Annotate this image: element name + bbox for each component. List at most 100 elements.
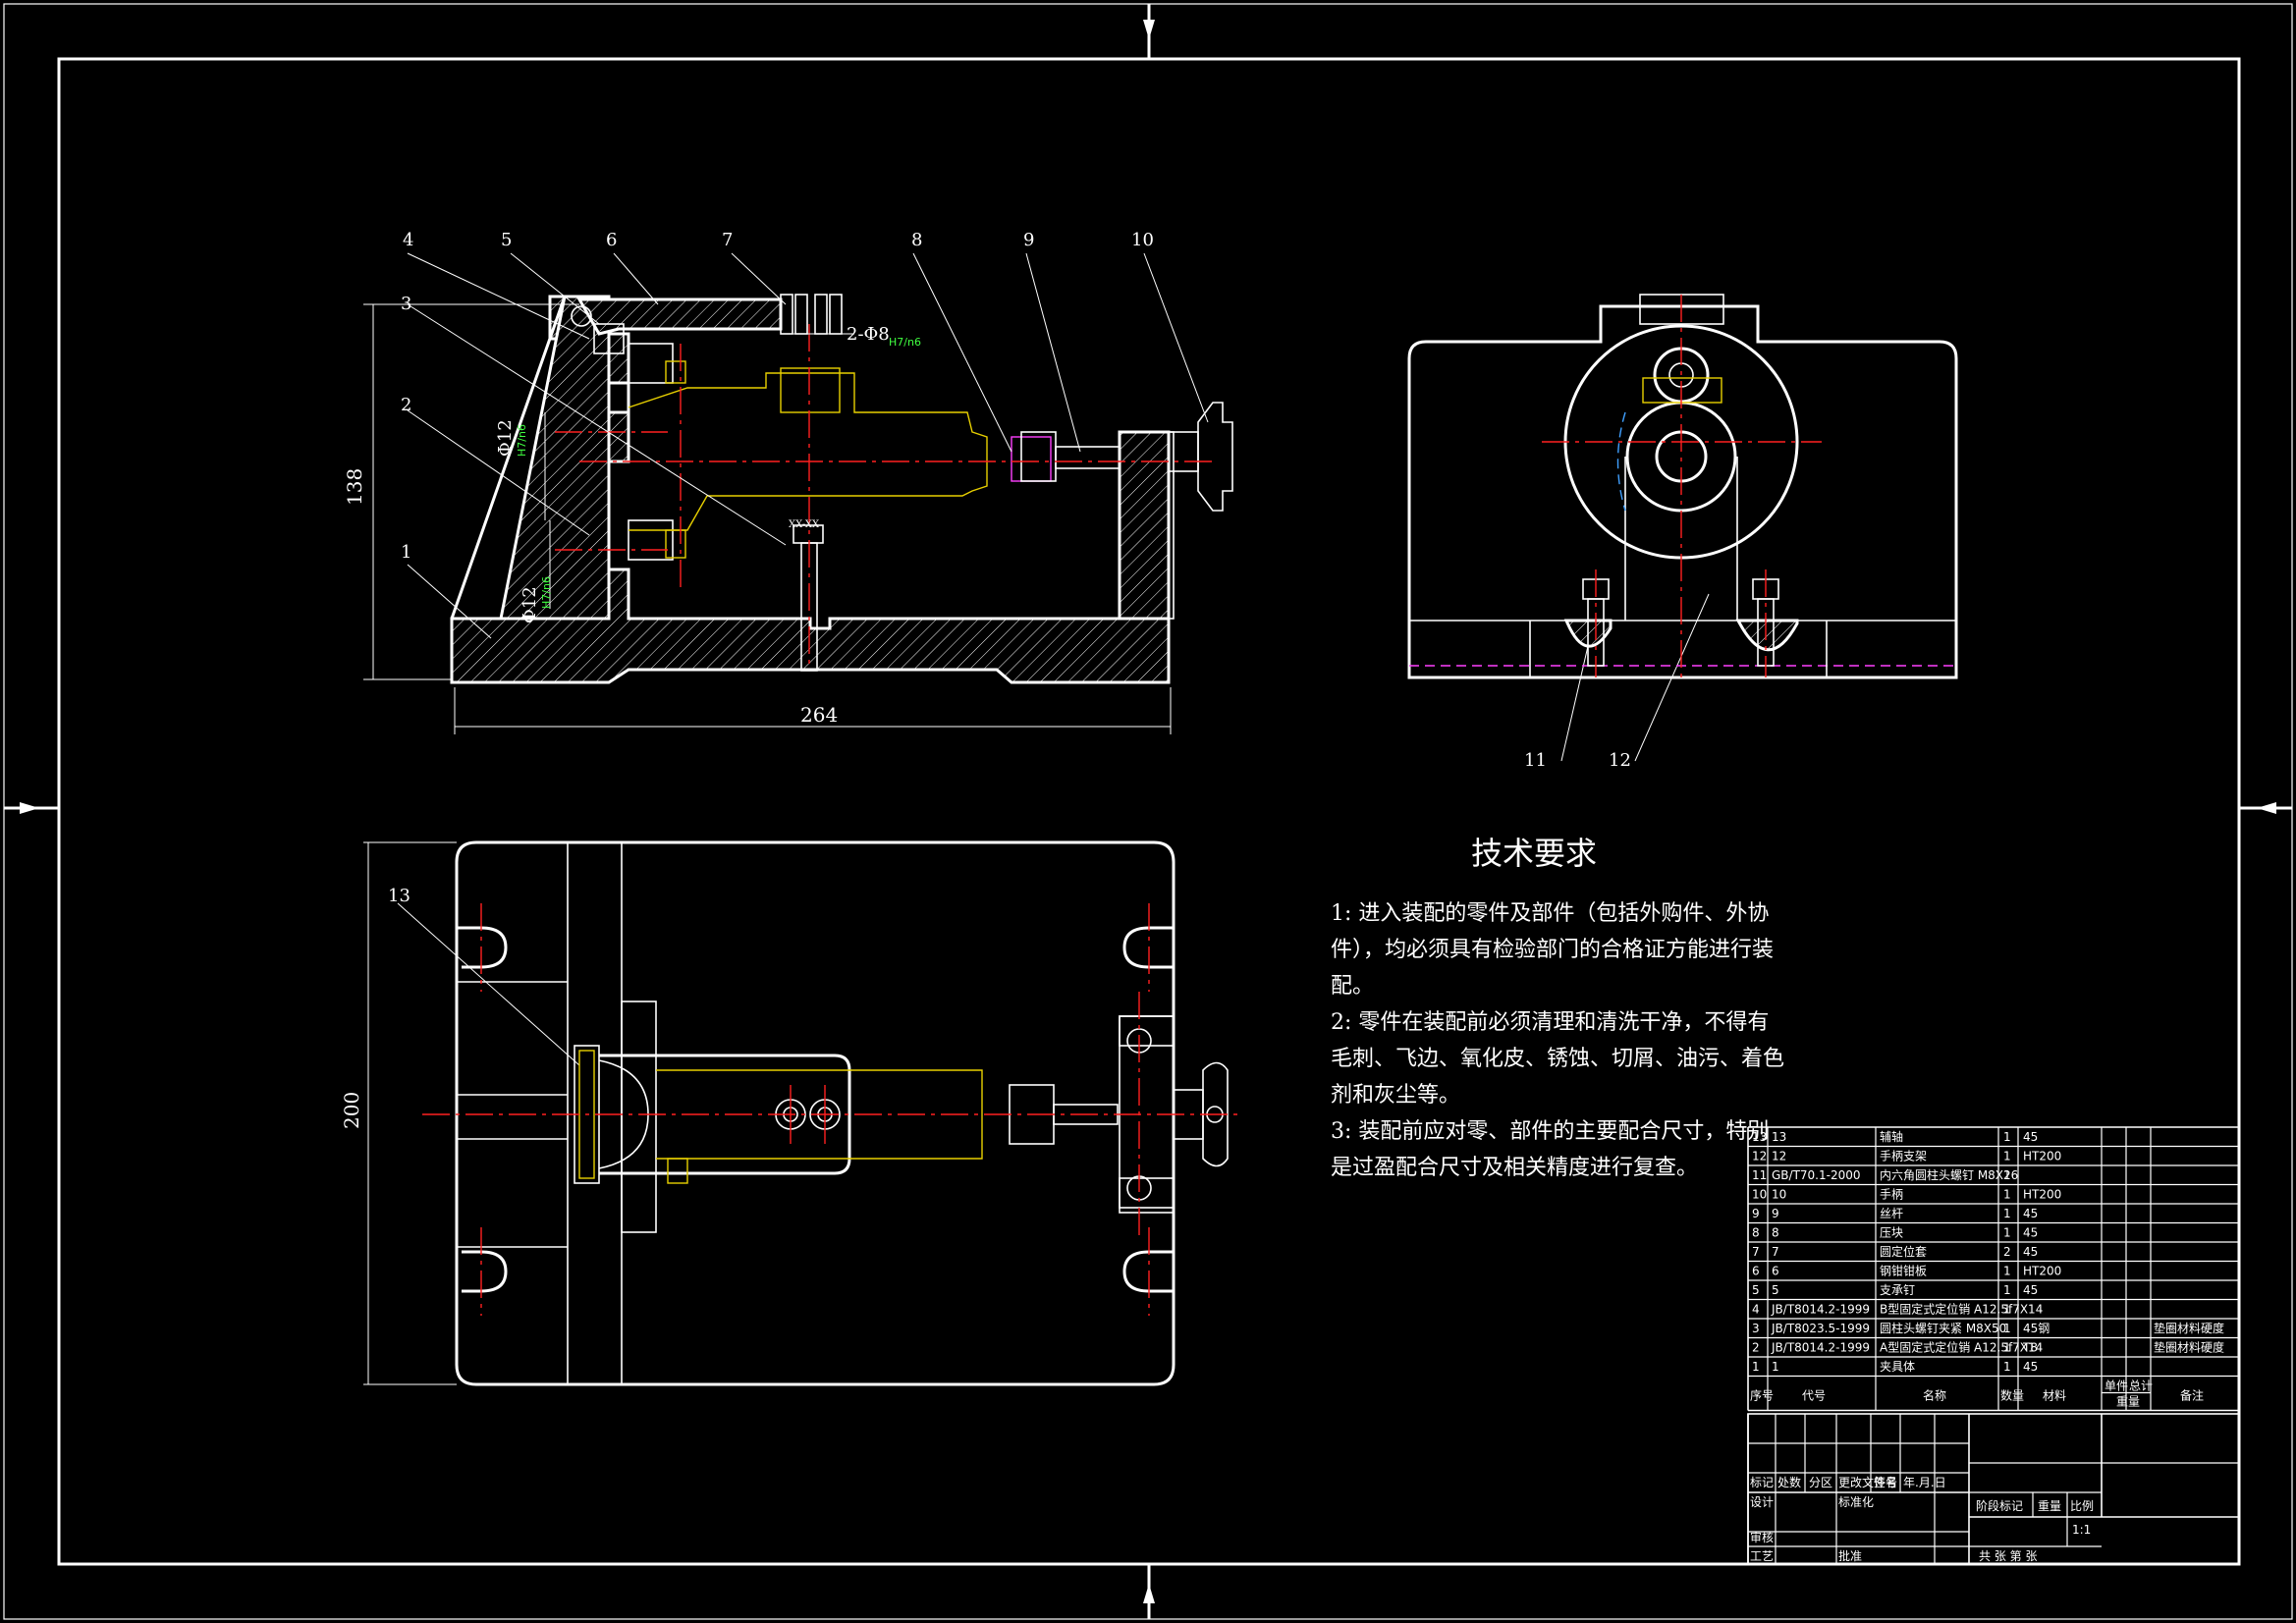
bom-cell-qty: 1 — [2003, 1360, 2011, 1374]
bom-cell-code: JB/T8023.5-1999 — [1771, 1322, 1870, 1335]
pin-dim: 2-Φ8 — [847, 324, 890, 345]
balloon-3: 3 — [401, 294, 411, 314]
pin-tol: H7/n6 — [889, 336, 921, 349]
balloon-5: 5 — [501, 230, 512, 250]
bom-header-name: 名称 — [1923, 1388, 1946, 1403]
bom-cell-no: 8 — [1752, 1226, 1760, 1240]
requirement-line: 3: 装配前应对零、部件的主要配合尺寸，特别 — [1331, 1119, 1769, 1144]
tb-zone: 分区 — [1809, 1476, 1832, 1489]
bom-header-total: 总计 — [2129, 1380, 2153, 1393]
bom-cell-qty: 1 — [2003, 1265, 2011, 1278]
bom-cell-no: 4 — [1752, 1303, 1760, 1317]
requirement-line: 件），均必须具有检验部门的合格证方能进行装 — [1331, 938, 1774, 962]
bom-cell-no: 9 — [1752, 1207, 1760, 1220]
dim-width-front: 264 — [800, 703, 838, 727]
bom-cell-name: 支承钉 — [1880, 1283, 1915, 1297]
bom-cell-qty: 1 — [2003, 1303, 2011, 1317]
balloon-2: 2 — [401, 395, 411, 415]
requirement-line: 剂和灰尘等。 — [1331, 1083, 1460, 1108]
fit-upper: Φ12 — [495, 419, 516, 457]
balloon-7: 7 — [722, 230, 733, 250]
bom-cell-qty: 1 — [2003, 1150, 2011, 1163]
dim-height-front: 138 — [343, 468, 366, 506]
tb-design: 设计 — [1750, 1495, 1774, 1509]
tb-process: 工艺 — [1750, 1549, 1774, 1563]
bom-cell-mat: 45 — [2023, 1283, 2038, 1297]
requirements-title: 技术要求 — [1471, 835, 1597, 872]
bom-cell-no: 7 — [1752, 1245, 1760, 1259]
balloon-13: 13 — [388, 886, 410, 906]
bom-header-qty: 数量 — [2000, 1388, 2024, 1403]
bom-cell-name: 压块 — [1880, 1226, 1903, 1240]
bom-cell-mat: T8 — [2022, 1341, 2038, 1355]
bom-cell-no: 1 — [1752, 1360, 1760, 1374]
requirement-line: 2: 零件在装配前必须清理和清洗干净，不得有 — [1331, 1010, 1769, 1035]
tb-scale: 比例 — [2070, 1499, 2094, 1513]
balloon-6: 6 — [606, 230, 617, 250]
dim-height-top: 200 — [340, 1092, 363, 1129]
bom-cell-mat: HT200 — [2023, 1265, 2061, 1278]
balloon-10: 10 — [1131, 230, 1154, 250]
bom-header-code: 代号 — [1802, 1389, 1826, 1403]
slot-label: XX-XX — [789, 519, 820, 530]
requirement-line: 毛刺、飞边、氧化皮、锈蚀、切屑、油污、着色 — [1331, 1047, 1784, 1071]
tb-check: 审核 — [1750, 1530, 1774, 1544]
bom-cell-code: 8 — [1772, 1226, 1779, 1240]
bom-cell-no: 11 — [1752, 1168, 1767, 1182]
fit-lower-tol: H7/n6 — [540, 576, 553, 609]
bom-cell-code: 7 — [1772, 1245, 1779, 1259]
technical-requirements: 技术要求 1: 进入装配的零件及部件（包括外购件、外协 件），均必须具有检验部门… — [1331, 835, 1784, 1180]
bom-cell-mat: 45 — [2023, 1130, 2038, 1144]
bom-cell-name: 夹具体 — [1880, 1360, 1915, 1374]
balloon-11: 11 — [1524, 750, 1547, 771]
bom-cell-name: A型固定式定位销 A12.5f7X14 — [1880, 1340, 2043, 1355]
bom-cell-qty: 1 — [2003, 1188, 2011, 1202]
bom-cell-qty: 1 — [2003, 1130, 2011, 1144]
bom-cell-no: 10 — [1752, 1188, 1767, 1202]
bom-cell-mat: 45钢 — [2023, 1322, 2050, 1335]
bom-cell-mat: 45 — [2023, 1226, 2038, 1240]
bom-cell-mat: HT200 — [2023, 1150, 2061, 1163]
bom-cell-qty: 1 — [2003, 1322, 2011, 1335]
bom-header-no: 序号 — [1750, 1388, 1774, 1403]
bom-cell-qty: 1 — [2003, 1207, 2011, 1220]
balloon-9: 9 — [1023, 230, 1034, 250]
dimension-texts: 138 264 200 Φ12 H7/n6 Φ12 H7/n6 2-Φ8 H7/… — [340, 324, 921, 1129]
bom-cell-code: 5 — [1772, 1283, 1779, 1297]
top-view — [363, 840, 1237, 1386]
balloon-numbers: 1 2 3 4 5 6 7 8 9 10 11 12 13 — [388, 230, 1631, 906]
balloon-1: 1 — [401, 542, 411, 563]
requirement-line: 是过盈配合尺寸及相关精度进行复查。 — [1331, 1156, 1698, 1180]
bom-cell-name: 丝杆 — [1880, 1207, 1903, 1220]
bom-cell-no: 3 — [1752, 1322, 1760, 1335]
bom-cell-code: 13 — [1772, 1130, 1786, 1144]
bom-cell-name: 内六角圆柱头螺钉 M8X16 — [1880, 1167, 2018, 1182]
bom-header-mat: 材料 — [2043, 1389, 2066, 1403]
bom-header-unit: 单件 — [2105, 1380, 2128, 1393]
bom-cell-no: 5 — [1752, 1283, 1760, 1297]
bom-cell-name: 圆定位套 — [1880, 1244, 1927, 1259]
tb-std: 标准化 — [1838, 1495, 1874, 1509]
bom-cell-code: GB/T70.1-2000 — [1772, 1168, 1861, 1182]
bom-header-weight: 重量 — [2116, 1395, 2140, 1409]
requirement-line: 1: 进入装配的零件及部件（包括外购件、外协 — [1331, 901, 1769, 926]
bom-cell-qty: 2 — [2003, 1168, 2011, 1182]
bom-cell-name: 钢钳钳板 — [1880, 1265, 1927, 1278]
bom-cell-qty: 1 — [2003, 1226, 2011, 1240]
tb-sign: 签名 — [1874, 1475, 1897, 1489]
bom-cell-name: 手柄支架 — [1880, 1150, 1927, 1163]
bom-cell-code: 1 — [1772, 1360, 1779, 1374]
balloon-12: 12 — [1609, 750, 1631, 771]
bom-cell-mat: HT200 — [2023, 1188, 2061, 1202]
tb-approve: 批准 — [1838, 1548, 1862, 1563]
bom-cell-name: 辅轴 — [1880, 1129, 1903, 1144]
tb-date: 年.月.日 — [1903, 1476, 1946, 1489]
tb-weight: 重量 — [2038, 1499, 2061, 1513]
requirement-line: 配。 — [1331, 974, 1374, 999]
tb-sheets: 共 张 第 张 — [1979, 1549, 2037, 1563]
bom-cell-no: 6 — [1752, 1265, 1760, 1278]
bom-cell-code: JB/T8014.2-1999 — [1771, 1303, 1870, 1317]
bom-cell-mat: 45 — [2023, 1245, 2038, 1259]
